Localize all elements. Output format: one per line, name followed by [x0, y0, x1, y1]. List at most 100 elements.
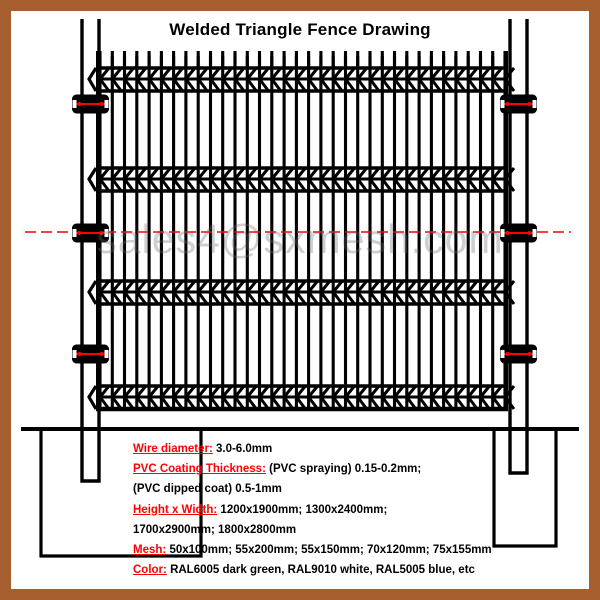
bend-chevron	[344, 78, 356, 92]
bend-chevron	[467, 178, 479, 192]
bend-chevron	[417, 78, 430, 92]
bend-chevron	[282, 167, 295, 180]
bend-chevron	[282, 67, 295, 80]
bend-chevron	[98, 178, 111, 192]
bend-chevron	[503, 178, 516, 192]
bend-chevron	[172, 78, 184, 92]
post-bracket-clamp[interactable]	[72, 223, 109, 243]
bend-chevron	[479, 280, 491, 293]
bend-chevron	[196, 178, 209, 192]
vertical-wires	[98, 51, 507, 409]
right-post	[508, 19, 529, 475]
bend-chevron	[430, 178, 442, 192]
bend-chevron	[332, 167, 344, 180]
bend-chevron	[246, 385, 258, 398]
post-bracket-clamp[interactable]	[72, 344, 109, 364]
bend-chevron	[307, 280, 319, 293]
bend-chevron	[479, 178, 491, 192]
bend-chevron	[393, 78, 405, 92]
bend-chevron	[503, 167, 516, 180]
bend-chevron	[98, 167, 111, 180]
bend-chevron	[454, 167, 467, 180]
bend-chevron	[405, 178, 417, 192]
bend-chevron	[405, 385, 417, 398]
bracket-slot-left	[500, 229, 505, 237]
bend-chevron	[356, 178, 368, 192]
bend-chevron	[160, 178, 172, 192]
bend-chevron	[270, 178, 282, 192]
bracket-slot-right	[532, 229, 537, 237]
bend-chevron	[147, 385, 160, 398]
bend-chevron	[479, 167, 491, 180]
bracket-bolt-right	[99, 231, 104, 235]
bend-chevron	[147, 78, 160, 92]
bend-chevron	[172, 291, 184, 305]
bend-band	[87, 166, 516, 193]
bend-chevron	[160, 67, 172, 80]
bend-chevron	[491, 385, 503, 398]
bend-chevron	[307, 178, 319, 192]
bend-chevron	[307, 67, 319, 80]
bend-chevron	[295, 178, 307, 192]
bend-chevron	[111, 280, 123, 293]
bracket-slot-left	[500, 350, 505, 358]
bend-chevron	[356, 78, 368, 92]
bend-chevron	[332, 178, 344, 192]
bend-chevron	[442, 291, 454, 305]
bend-chevron	[430, 167, 442, 180]
bend-chevron	[307, 167, 319, 180]
bend-chevron	[393, 291, 405, 305]
post-bracket-clamp[interactable]	[500, 223, 537, 243]
bend-chevron	[111, 67, 123, 80]
bend-chevron	[123, 291, 135, 305]
bend-chevron	[123, 167, 135, 180]
bend-chevron	[381, 291, 393, 305]
bend-chevron	[332, 385, 344, 398]
bend-chevron	[307, 78, 319, 92]
bend-chevron	[196, 291, 209, 305]
band-left-nose	[87, 67, 98, 92]
bend-chevron	[454, 178, 467, 192]
bend-chevron	[491, 78, 503, 92]
bend-chevron	[356, 167, 368, 180]
bend-chevron	[111, 167, 123, 180]
post-bracket-clamp[interactable]	[500, 344, 537, 364]
post-bracket-clamp[interactable]	[72, 94, 109, 114]
bracket-slot-left	[72, 350, 77, 358]
bend-chevron	[479, 291, 491, 305]
bend-chevron	[123, 178, 135, 192]
bend-chevron	[270, 167, 282, 180]
bend-chevron	[430, 78, 442, 92]
spec-line: Color: RAL6005 dark green, RAL9010 white…	[133, 560, 573, 580]
bracket-bolt-left	[505, 231, 510, 235]
bend-chevron	[430, 280, 442, 293]
bend-band	[87, 66, 516, 93]
bend-chevron	[381, 78, 393, 92]
bend-chevron	[98, 291, 111, 305]
spec-line: (PVC dipped coat) 0.5-1mm	[133, 479, 573, 499]
bend-chevron	[393, 280, 405, 293]
bend-chevron	[246, 167, 258, 180]
bend-chevron	[467, 67, 479, 80]
top-spike-row	[98, 56, 507, 68]
bend-chevron	[307, 385, 319, 398]
bend-chevron	[417, 67, 430, 80]
bend-chevron	[467, 167, 479, 180]
bend-chevron	[393, 385, 405, 398]
post-bracket-clamp[interactable]	[500, 94, 537, 114]
spec-line: Mesh: 50x100mm; 55x200mm; 55x150mm; 70x1…	[133, 540, 573, 560]
bracket-bolt-left	[77, 231, 82, 235]
bend-chevron	[209, 385, 221, 398]
bend-chevron	[98, 67, 111, 80]
bend-chevron	[282, 385, 295, 398]
bend-chevron	[491, 167, 503, 180]
bend-chevron	[467, 280, 479, 293]
bend-chevron	[111, 291, 123, 305]
bracket-bolt-right	[527, 231, 532, 235]
bend-chevron	[160, 78, 172, 92]
bend-chevron	[172, 280, 184, 293]
bend-chevron	[307, 291, 319, 305]
bend-chevron	[160, 291, 172, 305]
bend-chevron	[368, 178, 381, 192]
bend-chevron	[503, 78, 516, 92]
